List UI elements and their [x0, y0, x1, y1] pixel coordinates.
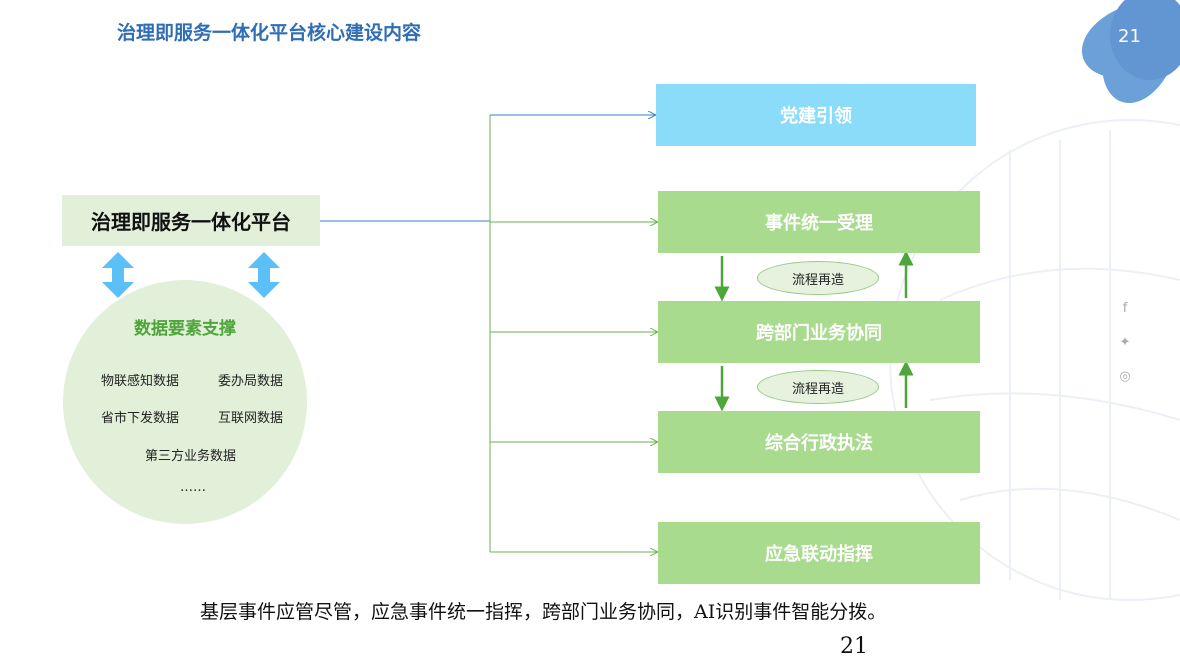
- data-support-heading: 数据要素支撑: [134, 319, 236, 339]
- slide-title: 治理即服务一体化平台核心建设内容: [117, 22, 422, 44]
- instagram-icon[interactable]: ◎: [1119, 369, 1131, 384]
- facebook-icon[interactable]: f: [1122, 301, 1128, 316]
- data-item: ……: [180, 480, 206, 495]
- box-emergency-command: 应急联动指挥: [658, 522, 980, 584]
- data-item: 省市下发数据: [101, 411, 180, 426]
- data-item: 互联网数据: [218, 411, 284, 426]
- data-item: 物联感知数据: [101, 374, 180, 389]
- double-arrow-icon: [102, 252, 280, 298]
- platform-box: 治理即服务一体化平台: [62, 195, 320, 246]
- twitter-icon[interactable]: ✦: [1119, 335, 1131, 350]
- box-law-enforcement: 综合行政执法: [658, 411, 980, 473]
- page-badge-petals: [1081, 0, 1180, 104]
- data-support-circle: [63, 280, 307, 524]
- box-party-leadership: 党建引领: [656, 84, 976, 146]
- page-number-badge: 21: [1118, 26, 1141, 47]
- summary-text: 基层事件应管尽管，应急事件统一指挥，跨部门业务协同，AI识别事件智能分拨。: [200, 601, 887, 623]
- process-reengineering-label: 流程再造: [757, 370, 879, 404]
- connectors: [320, 115, 657, 552]
- flow-arrows: [714, 250, 914, 412]
- box-cross-department: 跨部门业务协同: [658, 301, 980, 363]
- box-event-acceptance: 事件统一受理: [658, 191, 980, 253]
- footer-page-number: 21: [840, 634, 868, 659]
- process-reengineering-label: 流程再造: [757, 261, 879, 295]
- data-item: 第三方业务数据: [145, 449, 237, 464]
- data-item: 委办局数据: [218, 374, 284, 389]
